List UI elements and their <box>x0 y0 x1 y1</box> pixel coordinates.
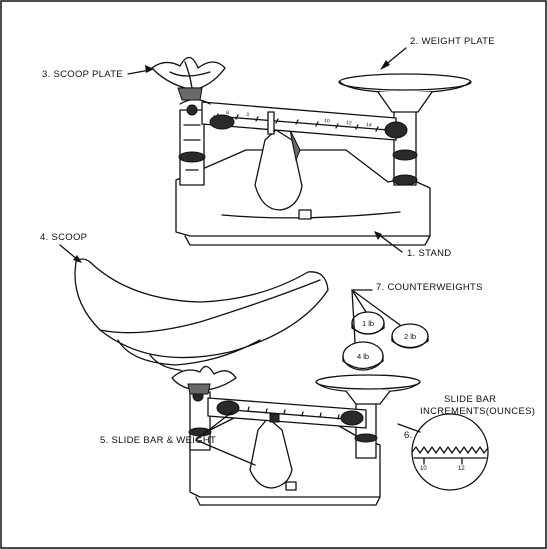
leader-lines <box>59 47 421 466</box>
right-post <box>393 109 417 186</box>
svg-text:3: 3 <box>246 112 250 118</box>
counterweight-4lb-label: 4 lb <box>357 352 369 361</box>
counterweight-4lb: 4 lb <box>342 341 384 371</box>
label-scoop: 4. SCOOP <box>40 232 87 243</box>
increment-tick-10: 10 <box>420 466 427 472</box>
label-slide-bar-weight: 5. SLIDE BAR & WEIGHT <box>100 435 216 446</box>
counterweight-2lb-label: 2 lb <box>404 332 416 341</box>
svg-text:12: 12 <box>346 120 352 126</box>
increment-tick-12: 12 <box>458 466 465 472</box>
stand-slot <box>298 209 312 220</box>
svg-text:10: 10 <box>324 118 330 124</box>
bottom-scale <box>171 365 489 506</box>
counterweights-group: 1 lb 2 lb 4 lb <box>342 311 429 371</box>
label-scoop-plate: 3. SCOOP PLATE <box>42 69 123 80</box>
pendulum-weight <box>254 129 303 211</box>
counterweight-2lb: 2 lb <box>391 323 429 349</box>
label-increments-number: 6. <box>404 430 413 441</box>
svg-text:14: 14 <box>366 122 372 128</box>
top-beam <box>201 101 397 141</box>
slide-weight <box>269 413 280 423</box>
label-slide-bar: SLIDE BAR <box>444 394 496 405</box>
left-post <box>179 109 205 186</box>
bottom-beam <box>207 397 367 429</box>
top-scale: 8 3 10 12 14 <box>151 56 472 246</box>
label-stand: 1. STAND <box>407 248 451 259</box>
counterweight-1lb-label: 1 lb <box>362 319 374 328</box>
label-counterweights: 7. COUNTERWEIGHTS <box>376 282 483 293</box>
weight-plate <box>338 73 472 91</box>
scoop-drawing <box>74 258 329 377</box>
counterweight-1lb: 1 lb <box>351 311 385 335</box>
label-weight-plate: 2. WEIGHT PLATE <box>410 36 495 47</box>
svg-text:8: 8 <box>226 110 230 116</box>
left-collar <box>178 151 206 163</box>
label-increments-ounces: INCREMENTS(OUNCES) <box>420 406 535 417</box>
